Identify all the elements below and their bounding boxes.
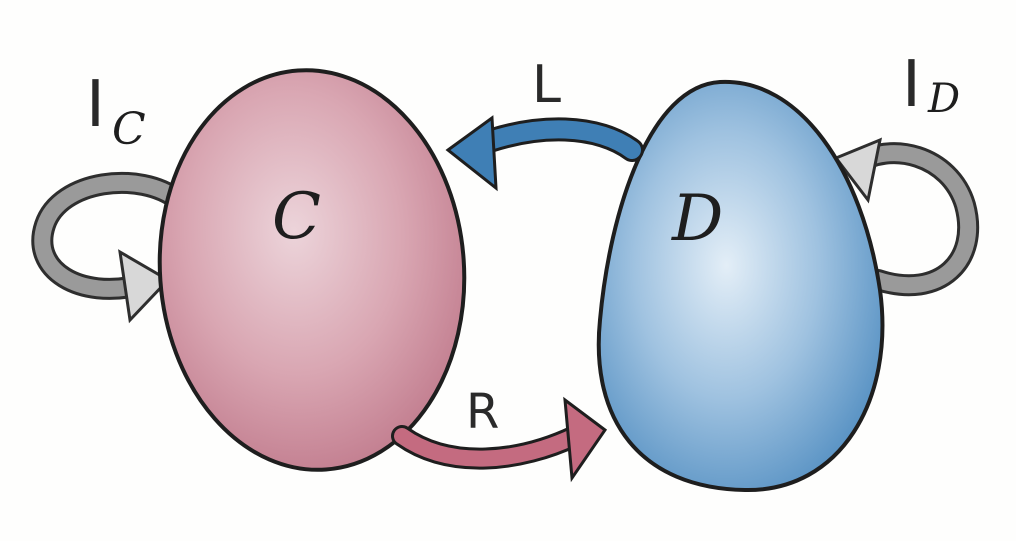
svg-text:I: I xyxy=(902,48,921,122)
node-c xyxy=(157,68,467,472)
edge-l-label: L xyxy=(532,55,561,115)
svg-text:D: D xyxy=(927,76,960,122)
edge-ic-loop xyxy=(31,171,189,324)
edge-l-arrow xyxy=(445,115,644,192)
svg-text:I: I xyxy=(86,68,105,142)
edge-r-arrow xyxy=(391,396,608,483)
node-c-label: C xyxy=(272,180,321,254)
edge-id-loop xyxy=(833,137,980,297)
node-d xyxy=(596,79,885,493)
node-d-label: D xyxy=(671,182,723,256)
svg-text:C: C xyxy=(112,104,146,155)
edge-r-label: R xyxy=(466,384,499,440)
edge-id-label: I D xyxy=(902,48,960,122)
edge-ic-label: I C xyxy=(86,68,146,155)
